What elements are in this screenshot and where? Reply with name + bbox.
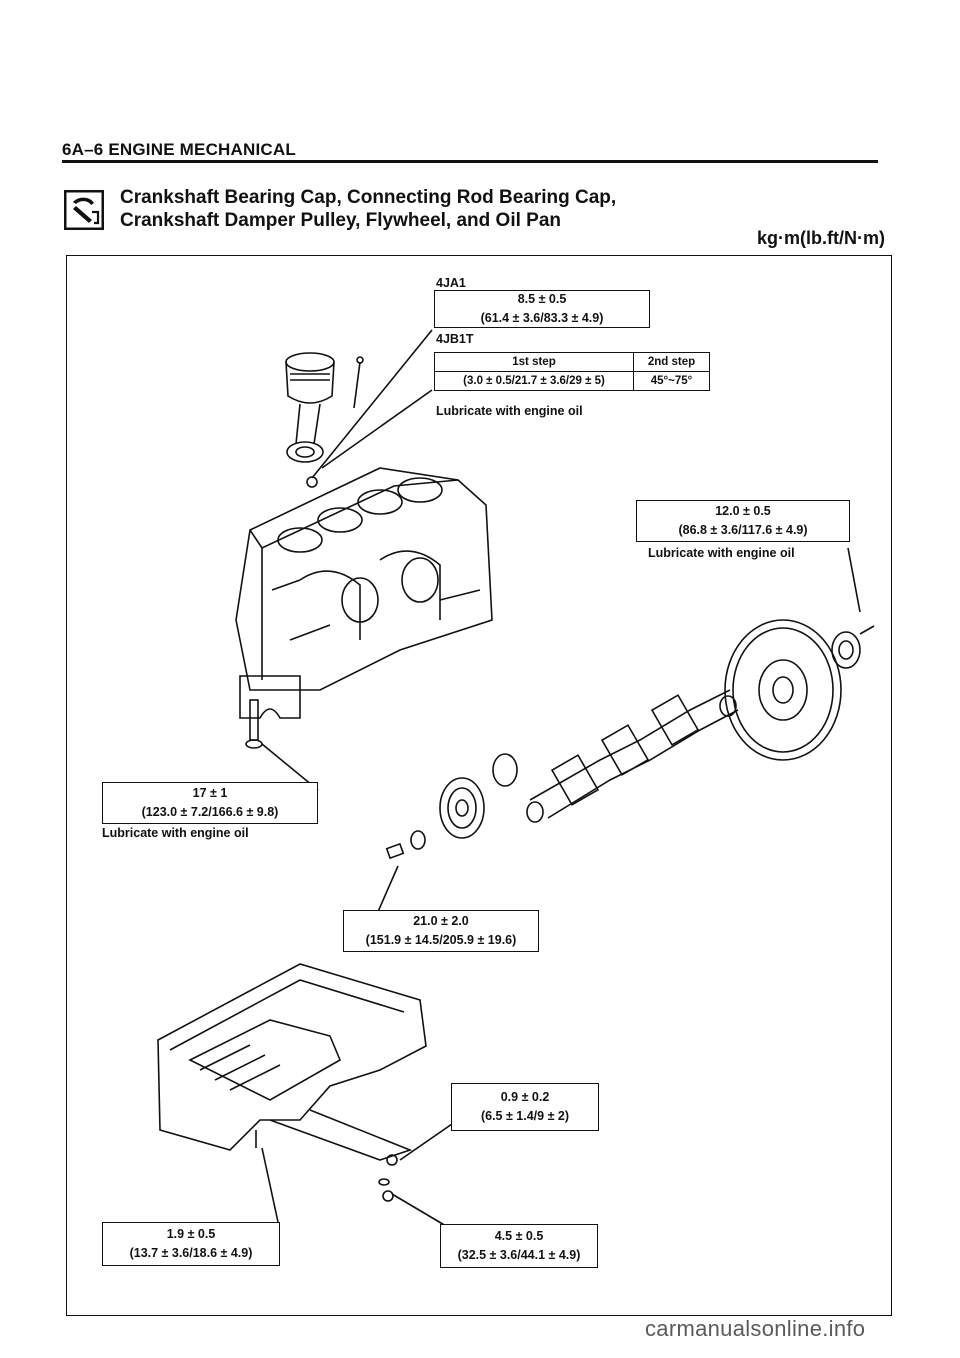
cylinder-block-illustration [235, 467, 493, 691]
oil-pan-bolt-torque-kgm: 0.9 ± 0.2 [500, 1090, 550, 1104]
pulley-torque-box: 21.0 ± 2.0 (151.9 ± 14.5/205.9 ± 19.6) [343, 910, 539, 952]
engine-4ja1-label: 4JA1 [436, 276, 466, 290]
torque-wrench-icon [63, 189, 105, 231]
pulley-torque-kgm: 21.0 ± 2.0 [413, 914, 469, 928]
drain-plug-torque-box: 4.5 ± 0.5 (32.5 ± 3.6/44.1 ± 4.9) [440, 1224, 598, 1268]
bearing-cap-illustration [239, 675, 301, 749]
torque-units: kg·m(lb.ft/N·m) [757, 228, 885, 248]
drain-plug-torque-alt: (32.5 ± 3.6/44.1 ± 4.9) [457, 1248, 581, 1262]
conrod-4ja1-torque-kgm: 8.5 ± 0.5 [517, 292, 567, 306]
main-cap-torque-kgm: 17 ± 1 [192, 786, 228, 800]
page-header: 6A–6 ENGINE MECHANICAL [62, 140, 296, 159]
crankshaft-illustration [526, 689, 739, 823]
conrod-lubricate-note: Lubricate with engine oil [436, 404, 583, 418]
oil-pan-stud-torque-alt: (13.7 ± 3.6/18.6 ± 4.9) [129, 1246, 253, 1260]
piston-illustration [285, 352, 364, 488]
oil-pan-stud-torque-kgm: 1.9 ± 0.5 [166, 1227, 216, 1241]
damper-pulley-illustration [385, 753, 518, 860]
step2-header: 2nd step [633, 352, 710, 372]
main-cap-lubricate-note: Lubricate with engine oil [102, 826, 249, 840]
header-rule [62, 160, 878, 163]
conrod-4ja1-torque-alt: (61.4 ± 3.6/83.3 ± 4.9) [480, 311, 604, 325]
main-cap-torque-alt: (123.0 ± 7.2/166.6 ± 9.8) [141, 805, 279, 819]
main-cap-torque-box: 17 ± 1 (123.0 ± 7.2/166.6 ± 9.8) [102, 782, 318, 824]
conrod-4jb1t-torque-table: 1st step 2nd step (3.0 ± 0.5/21.7 ± 3.6/… [434, 352, 710, 391]
pulley-torque-alt: (151.9 ± 14.5/205.9 ± 19.6) [365, 933, 517, 947]
drain-plug-torque-kgm: 4.5 ± 0.5 [494, 1229, 544, 1243]
flywheel-torque-box: 12.0 ± 0.5 (86.8 ± 3.6/117.6 ± 4.9) [636, 500, 850, 542]
conrod-4ja1-torque-box: 8.5 ± 0.5 (61.4 ± 3.6/83.3 ± 4.9) [434, 290, 650, 328]
flywheel-torque-kgm: 12.0 ± 0.5 [715, 504, 771, 518]
oil-pan-stud-torque-box: 1.9 ± 0.5 (13.7 ± 3.6/18.6 ± 4.9) [102, 1222, 280, 1266]
section-title-line1: Crankshaft Bearing Cap, Connecting Rod B… [120, 187, 617, 208]
oil-pan-bolt-torque-box: 0.9 ± 0.2 (6.5 ± 1.4/9 ± 2) [451, 1083, 599, 1131]
flywheel-lubricate-note: Lubricate with engine oil [648, 546, 795, 560]
watermark: carmanualsonline.info [645, 1316, 866, 1341]
step1-value: (3.0 ± 0.5/21.7 ± 3.6/29 ± 5) [434, 371, 634, 391]
oil-pan-bolt-torque-alt: (6.5 ± 1.4/9 ± 2) [480, 1109, 570, 1123]
section-title-line2: Crankshaft Damper Pulley, Flywheel, and … [120, 210, 561, 231]
flywheel-torque-alt: (86.8 ± 3.6/117.6 ± 4.9) [678, 523, 808, 537]
step1-header: 1st step [434, 352, 634, 372]
flywheel-illustration [719, 619, 875, 761]
oil-pan-illustration [157, 963, 427, 1202]
engine-4jb1t-label: 4JB1T [436, 332, 474, 346]
step2-value: 45°~75° [633, 371, 710, 391]
diagram-frame [66, 255, 892, 1316]
